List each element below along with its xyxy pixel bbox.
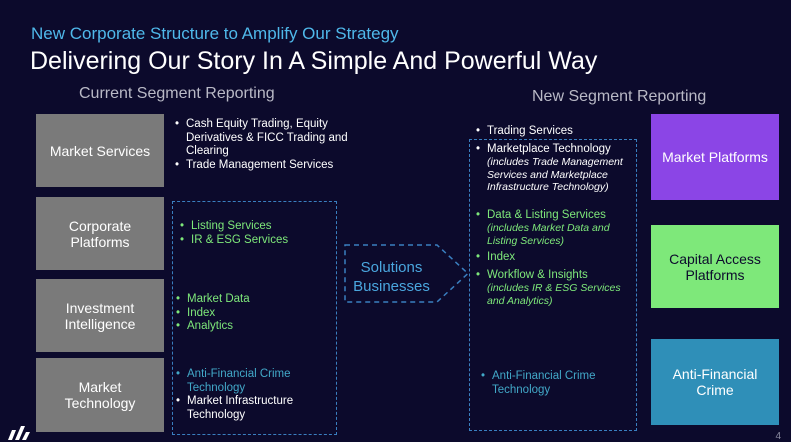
solutions-group-right-outline	[469, 139, 637, 431]
segment-corporate-platforms: Corporate Platforms	[36, 197, 164, 270]
segment-label: Capital Access Platforms	[669, 250, 761, 283]
list-item: Market Infrastructure Technology	[176, 395, 326, 422]
list-item: Index	[476, 251, 636, 265]
segment-label: Corporate Platforms	[68, 217, 132, 250]
list-item: Cash Equity Trading, Equity Derivatives …	[175, 118, 375, 159]
list-item: Analytics	[176, 320, 326, 334]
investment-intelligence-bullets: Market Data Index Analytics	[176, 293, 326, 334]
list-item: Index	[176, 307, 326, 321]
solutions-group-left-outline	[172, 201, 337, 435]
corporate-platforms-bullets: Listing Services IR & ESG Services	[180, 220, 330, 247]
segment-capital-access-platforms: Capital Access Platforms	[651, 225, 779, 308]
segment-label: Investment Intelligence	[64, 299, 136, 332]
solutions-hexagon-icon	[344, 244, 469, 303]
segment-market-services: Market Services	[36, 114, 164, 187]
list-item: Workflow & Insights (includes IR & ESG S…	[476, 269, 636, 308]
page-number: 4	[775, 431, 781, 442]
list-item: IR & ESG Services	[180, 234, 330, 248]
segment-market-technology: Market Technology	[36, 358, 164, 432]
list-item: Anti-Financial Crime Technology	[176, 368, 326, 395]
list-item: Trade Management Services	[175, 159, 375, 173]
slide-title: Delivering Our Story In A Simple And Pow…	[30, 47, 598, 75]
new-segment-afc-item: Anti-Financial Crime Technology	[481, 370, 611, 397]
segment-label: Market Technology	[64, 379, 136, 411]
segment-label: Market Platforms	[662, 149, 768, 165]
list-item: Marketplace Technology (includes Trade M…	[476, 143, 636, 194]
list-item: Anti-Financial Crime Technology	[481, 370, 611, 397]
list-item: Trading Services	[476, 125, 636, 139]
market-technology-bullets: Anti-Financial Crime Technology Market I…	[176, 368, 326, 422]
segment-investment-intelligence: Investment Intelligence	[36, 279, 164, 352]
new-segment-items: Trading Services Marketplace Technology …	[476, 125, 636, 307]
solutions-businesses-label: Solutions Businesses	[353, 259, 430, 295]
segment-label: Anti-Financial Crime	[672, 366, 758, 398]
new-segment-heading: New Segment Reporting	[532, 88, 707, 105]
current-segment-heading: Current Segment Reporting	[79, 85, 275, 102]
segment-label: Market Services	[49, 142, 151, 159]
slide-subtitle: New Corporate Structure to Amplify Our S…	[31, 24, 399, 43]
nasdaq-logo-icon	[8, 426, 30, 440]
list-item: Listing Services	[180, 220, 330, 234]
segment-anti-financial-crime: Anti-Financial Crime	[651, 339, 779, 425]
list-item: Market Data	[176, 293, 326, 307]
market-services-bullets: Cash Equity Trading, Equity Derivatives …	[175, 118, 375, 172]
segment-market-platforms: Market Platforms	[651, 114, 779, 200]
list-item: Data & Listing Services (includes Market…	[476, 209, 636, 248]
